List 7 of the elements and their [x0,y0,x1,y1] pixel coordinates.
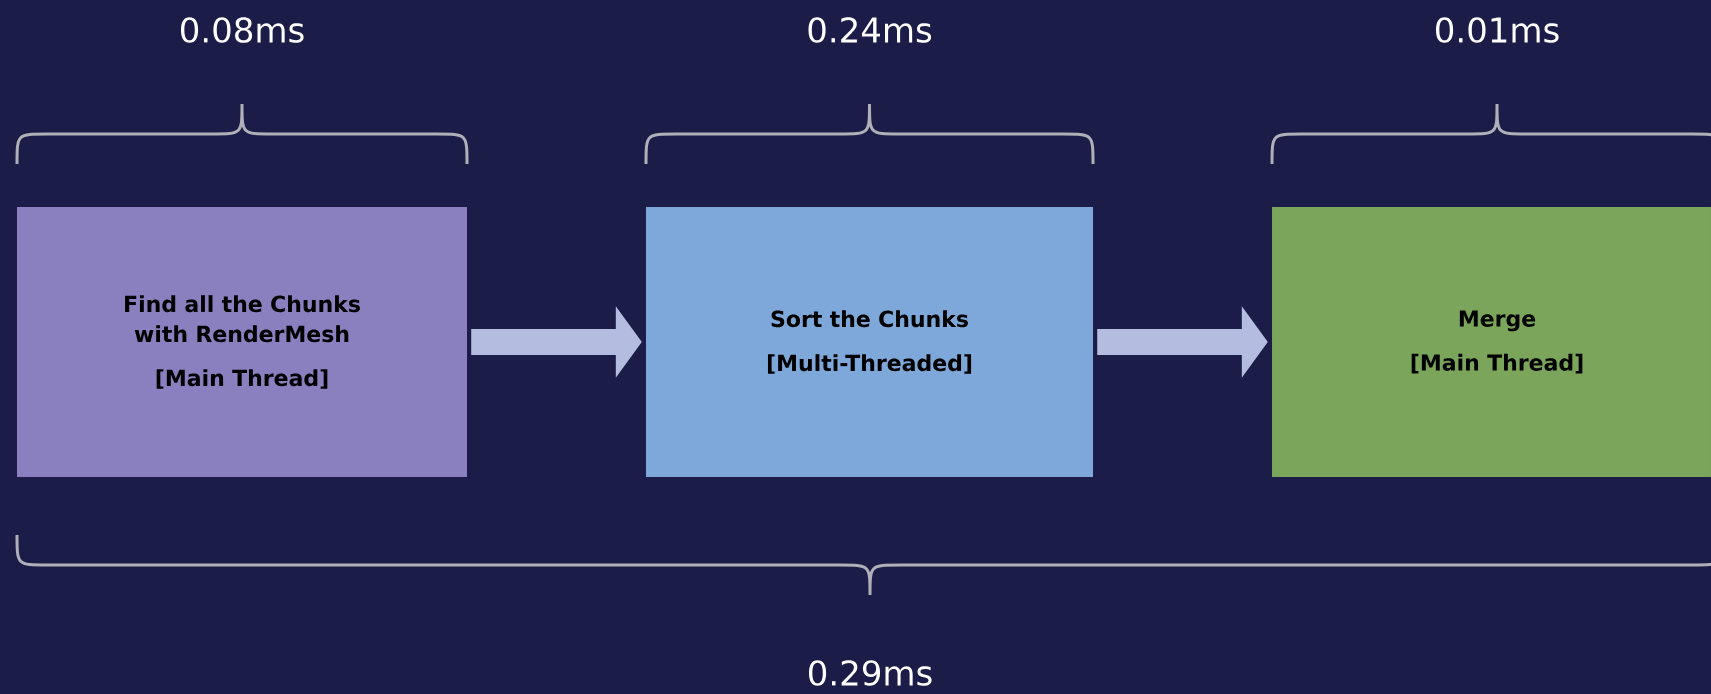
duration-label: 0.24ms [808,17,932,43]
duration-label: 0.29ms [809,660,932,686]
process-box: Merge [Main Thread] [1272,207,1711,477]
duration-label: 0.01ms [1436,17,1559,43]
process-box: Find all the Chunks with RenderMesh [Main Thread] [17,207,467,477]
duration-label: 0.08ms [181,17,304,43]
process-box: Sort the Chunks [Multi-Threaded] [646,207,1093,477]
